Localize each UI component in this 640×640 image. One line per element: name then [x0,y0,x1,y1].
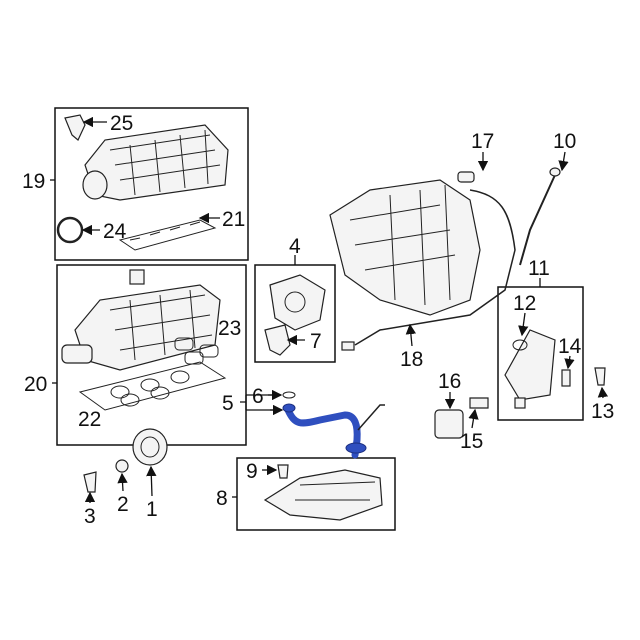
dipstick-part-10[interactable] [519,174,556,266]
callout-21[interactable]: 21 [222,208,245,231]
callout-4[interactable]: 4 [289,235,301,258]
fitting-part-7[interactable] [264,324,291,356]
gasket-part-6[interactable] [282,391,296,399]
callout-22[interactable]: 22 [78,408,101,431]
seal-part-12[interactable] [512,339,528,351]
wiring-harness-part-18[interactable] [354,189,516,346]
callout-9[interactable]: 9 [246,460,258,483]
callout-12[interactable]: 12 [513,292,536,315]
callout-14[interactable]: 14 [558,335,582,358]
bolt-part-13[interactable] [594,367,606,386]
washer-part-2[interactable] [115,459,129,473]
oil-filter-part-16[interactable] [434,409,464,439]
gasket-ring-part-24[interactable] [56,216,84,244]
callout-17[interactable]: 17 [471,130,494,153]
callout-1[interactable]: 1 [146,498,158,521]
sensor-part-14[interactable] [561,369,571,387]
callout-7[interactable]: 7 [310,330,322,353]
callout-10[interactable]: 10 [553,130,576,153]
callout-3[interactable]: 3 [84,505,96,528]
fitting-part-15[interactable] [469,397,489,409]
dipstick-handle [549,167,561,177]
sensor-part-17[interactable] [457,171,475,183]
leader-lines [50,116,609,503]
intake-part-20[interactable] [61,269,221,371]
gaskets-part-23[interactable] [174,337,219,365]
callout-25[interactable]: 25 [110,112,133,135]
callout-16[interactable]: 16 [438,370,461,393]
sensor-part-25[interactable] [64,114,86,141]
bolt-part-3[interactable] [83,471,97,493]
crankshaft-pulley-part-1[interactable] [132,428,168,466]
engine-block [329,179,481,316]
callout-13[interactable]: 13 [591,400,614,423]
callout-20[interactable]: 20 [24,373,47,396]
plug-part [514,397,526,409]
callout-5[interactable]: 5 [222,392,234,415]
callout-24[interactable]: 24 [103,220,127,243]
callout-2[interactable]: 2 [117,493,129,516]
group-box-19 [54,107,249,261]
callout-11[interactable]: 11 [528,257,550,280]
callout-19[interactable]: 19 [22,170,45,193]
callout-18[interactable]: 18 [400,348,423,371]
harness-connector [341,341,355,351]
callout-6[interactable]: 6 [252,385,264,408]
drain-bolt-part-9[interactable] [277,464,289,479]
gaskets-part-22[interactable] [78,361,227,411]
adapter-part-11[interactable] [504,329,556,401]
intake-manifold-part[interactable] [82,124,229,201]
oil-pan-part-8[interactable] [263,469,383,521]
oil-pump-part-4[interactable] [269,274,326,331]
group-box-8 [236,457,396,531]
callout-15[interactable]: 15 [460,430,483,453]
manifold-gaskets-part-21[interactable] [118,219,217,251]
callout-8[interactable]: 8 [216,487,228,510]
oil-pickup-tube-part-5[interactable] [282,403,385,459]
callout-23[interactable]: 23 [218,317,241,340]
